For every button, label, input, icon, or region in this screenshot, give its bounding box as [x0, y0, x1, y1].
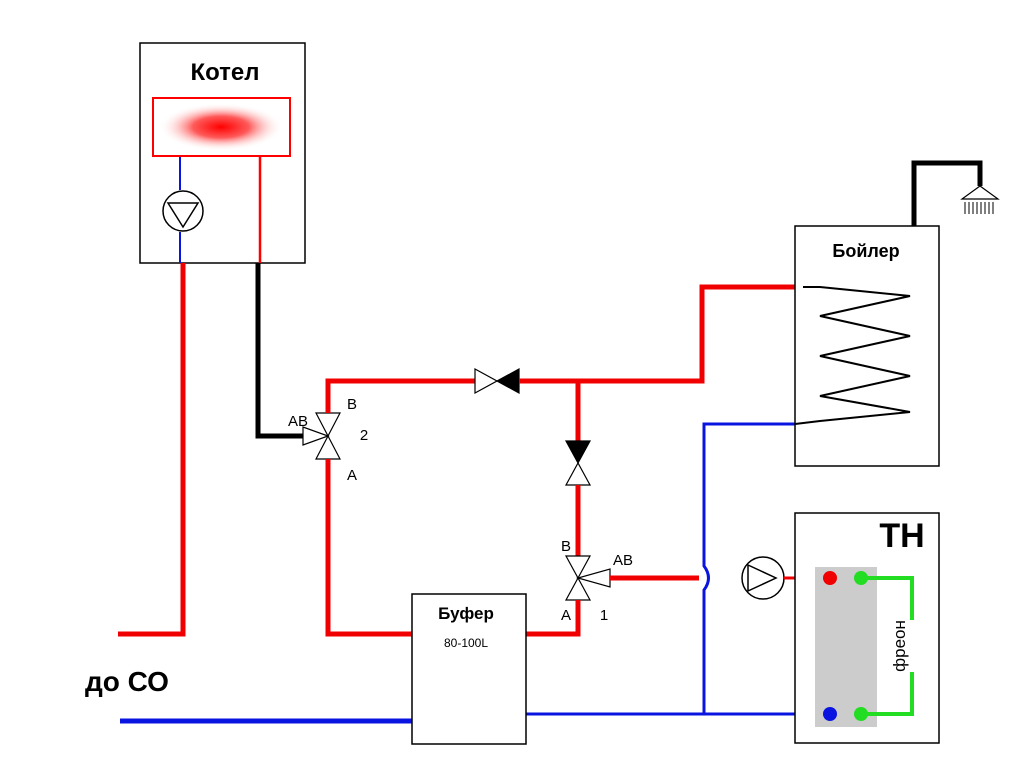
valve-2-number: 2 [360, 427, 368, 444]
dhw-tank-unit: Бойлер [794, 160, 1000, 467]
check-valve-horizontal [474, 367, 520, 395]
refrigerant-line-top [861, 576, 914, 620]
heating-system-outlet-label: до СО [85, 666, 169, 697]
valve-1-port-ab-label: AB [613, 552, 633, 569]
three-way-valve-1: B AB A 1 [561, 538, 633, 624]
cold-port-icon [823, 707, 837, 721]
hot-water-outlet-pipe [911, 160, 983, 226]
dhw-supply-pipe [519, 284, 803, 384]
buffer-tank-body [411, 593, 527, 745]
shower-head-icon [960, 185, 1000, 214]
valve-1-a-pipe-to-buffer [526, 600, 581, 637]
valve-1-port-ab-icon [575, 568, 611, 588]
valve-2-port-ab-icon [302, 426, 330, 446]
boiler-heater-label: Котел [190, 59, 259, 86]
boiler-supply-pipe-to-co [118, 263, 186, 637]
valve-2-b-pipe [325, 378, 475, 413]
buffer-tank-unit: Буфер 80-100L [411, 593, 527, 745]
heat-pump-label: ТН [879, 517, 924, 555]
valve-1-port-b-icon [564, 555, 592, 580]
check-valve-vertical [564, 440, 592, 486]
buffer-tank-capacity: 80-100L [444, 636, 488, 650]
valve-1-number: 1 [600, 607, 608, 624]
buffer-tank-label: Буфер [438, 604, 494, 623]
boiler-return-pipe [255, 263, 318, 439]
heat-pump-circulation-pump-icon [741, 556, 785, 600]
flame-icon [159, 103, 283, 151]
valve-2-port-ab-label: AB [288, 413, 308, 430]
plate-heat-exchanger [815, 567, 877, 727]
dhw-heat-exchanger-coil [794, 286, 911, 425]
valve-2-port-a-label: A [347, 467, 357, 484]
hot-port-icon [823, 571, 837, 585]
valve-1-port-a-icon [564, 576, 592, 601]
valve-2-a-pipe-to-buffer [325, 459, 412, 637]
valve-1-port-a-label: A [561, 607, 571, 624]
three-way-valve-2: AB B A 2 [288, 396, 368, 484]
boiler-circulation-pump-icon [162, 190, 204, 232]
dhw-tank-label: Бойлер [832, 241, 899, 261]
valve-2-port-b-label: B [347, 396, 357, 413]
refrigerant-line-bottom [861, 672, 914, 716]
refrigerant-label: фреон [890, 620, 909, 672]
dhw-return-pipe [702, 422, 795, 714]
valve-1-port-b-label: B [561, 538, 571, 555]
boiler-heater-unit: Котел [139, 42, 306, 264]
heat-pump-unit: ТН фреон [794, 512, 940, 744]
